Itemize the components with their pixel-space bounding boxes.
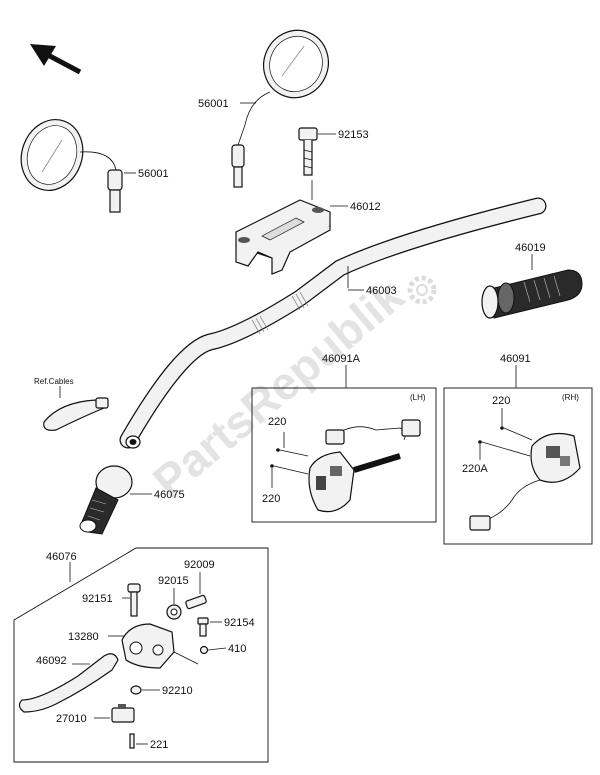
label-rh-220: 220 (492, 395, 510, 407)
arrow-up-left-icon (30, 44, 82, 75)
mirror-right (231, 29, 329, 188)
handlebar-46003 (119, 197, 547, 449)
label-92154: 92154 (224, 617, 255, 629)
rh-switch-box (443, 387, 593, 545)
label-46091: 46091 (500, 353, 531, 365)
holder-13280 (121, 623, 199, 669)
label-56001-top: 56001 (198, 98, 229, 110)
screw-92009 (185, 594, 207, 610)
label-92210: 92210 (162, 685, 193, 697)
grip-46075 (79, 465, 133, 535)
bolt-92153 (298, 127, 318, 176)
screw-221 (129, 733, 135, 749)
washer-410 (199, 645, 209, 655)
label-221: 221 (150, 739, 168, 751)
label-lh-220-bottom: 220 (262, 493, 280, 505)
label-56001-left: 56001 (138, 168, 169, 180)
label-46076: 46076 (46, 551, 77, 563)
nut-92015 (166, 604, 182, 620)
label-46012: 46012 (350, 201, 381, 213)
lever-assembly-box (13, 547, 269, 763)
label-lh-220-top: 220 (268, 416, 286, 428)
switch-27010 (111, 704, 135, 723)
gear-icon (407, 275, 437, 305)
label-46092: 46092 (36, 655, 67, 667)
lever-46092 (18, 653, 119, 713)
bolt-92151 (127, 583, 141, 617)
switch-rh (469, 433, 581, 531)
grip-46019 (481, 269, 583, 319)
label-46091A: 46091A (322, 353, 361, 365)
label-92153: 92153 (338, 129, 369, 141)
lh-switch-box (251, 387, 437, 523)
label-27010: 27010 (56, 713, 87, 725)
clamp-46012 (235, 199, 331, 275)
label-13280: 13280 (68, 631, 99, 643)
mirror-left (20, 119, 123, 213)
label-92015: 92015 (158, 575, 189, 587)
nut-92210 (130, 685, 142, 695)
label-410: 410 (228, 643, 246, 655)
label-46075: 46075 (154, 489, 185, 501)
label-ref-cables: Ref.Cables (34, 377, 74, 386)
rh-tag: (RH) (562, 393, 579, 402)
label-rh-220A: 220A (462, 463, 488, 475)
label-92009: 92009 (184, 559, 215, 571)
label-46003: 46003 (366, 285, 397, 297)
label-46019: 46019 (515, 242, 546, 254)
cable-end (43, 397, 109, 431)
screw-92154 (197, 617, 209, 637)
lh-tag: (LH) (410, 393, 426, 402)
label-92151: 92151 (82, 593, 113, 605)
switch-lh (308, 419, 421, 513)
